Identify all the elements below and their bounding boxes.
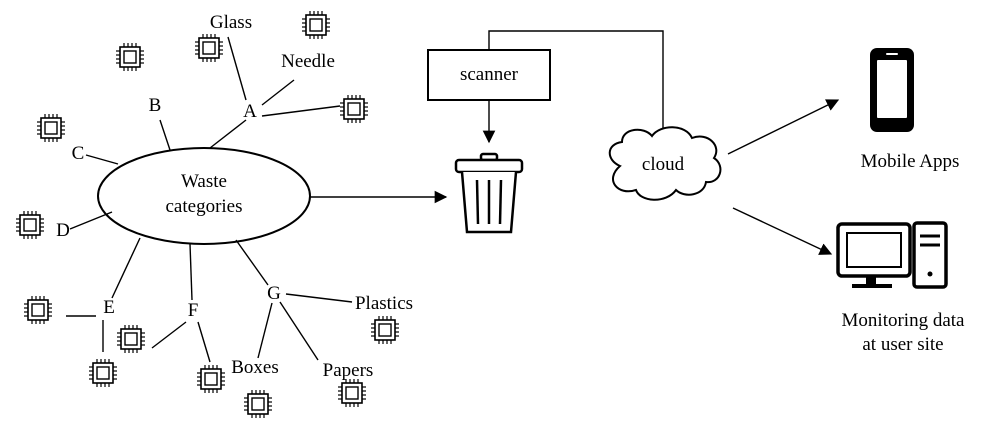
line-a-needle [261, 79, 295, 106]
microchip-sensor-icon [301, 10, 331, 40]
smartphone-icon [870, 48, 914, 132]
connector-g [235, 239, 269, 286]
leaf-connectors [66, 36, 353, 363]
label-papers: Papers [323, 360, 374, 381]
line-f-chip [151, 321, 187, 349]
arrow-cloud-to-monitor [732, 207, 833, 255]
microchip-sensor-icon [115, 42, 145, 72]
scanner-label: scanner [460, 64, 519, 85]
microchip-sensor-icon [88, 358, 118, 388]
category-d: D [56, 220, 70, 241]
waste-categories-node [97, 147, 311, 245]
microchip-sensor-icon [194, 33, 224, 63]
microchip-sensor-icon [370, 315, 400, 345]
label-boxes: Boxes [231, 357, 279, 378]
line-f-chip-below [197, 321, 211, 363]
category-f: F [188, 300, 199, 321]
microchip-sensor-icon [243, 389, 273, 419]
monitoring-label-line2: at user site [862, 334, 943, 355]
microchip-sensor-icon [196, 364, 226, 394]
line-a-glass [227, 36, 247, 101]
line-g-plastics [285, 293, 353, 303]
connector-a [209, 119, 247, 149]
hub-connectors [69, 119, 269, 301]
category-b: B [149, 95, 162, 116]
microchip-sensor-icon [116, 324, 146, 354]
category-a: A [243, 101, 257, 122]
waste-label-line2: categories [165, 196, 242, 217]
category-e: E [103, 297, 115, 318]
cloud-shape [608, 126, 722, 201]
connector-b [159, 119, 171, 151]
microchip-sensor-icon [339, 94, 369, 124]
line-a-chip [261, 105, 341, 117]
connector-d [69, 211, 113, 230]
trash-bin-icon [454, 152, 524, 234]
microchip-sensor-icon [23, 295, 53, 325]
connector-f [189, 243, 193, 301]
label-plastics: Plastics [355, 293, 413, 314]
mobile-apps-label: Mobile Apps [861, 151, 960, 172]
line-g-papers [279, 301, 319, 361]
waste-label-line1: Waste [181, 171, 227, 192]
monitoring-label-line1: Monitoring data [842, 310, 966, 331]
label-needle: Needle [281, 51, 335, 72]
arrow-cloud-to-mobile [727, 99, 840, 155]
microchip-sensor-icon [15, 210, 45, 240]
connector-c [85, 154, 119, 165]
line-g-boxes [257, 302, 273, 359]
cloud-label: cloud [642, 154, 685, 175]
connector-e [111, 237, 141, 299]
label-glass: Glass [210, 12, 252, 33]
microchip-sensor-icon [36, 113, 66, 143]
arrow-scanner-to-cloud [488, 30, 670, 145]
microchip-sensor-icon [337, 378, 367, 408]
desktop-computer-icon [836, 221, 948, 289]
category-g: G [267, 283, 281, 304]
category-c: C [72, 143, 85, 164]
